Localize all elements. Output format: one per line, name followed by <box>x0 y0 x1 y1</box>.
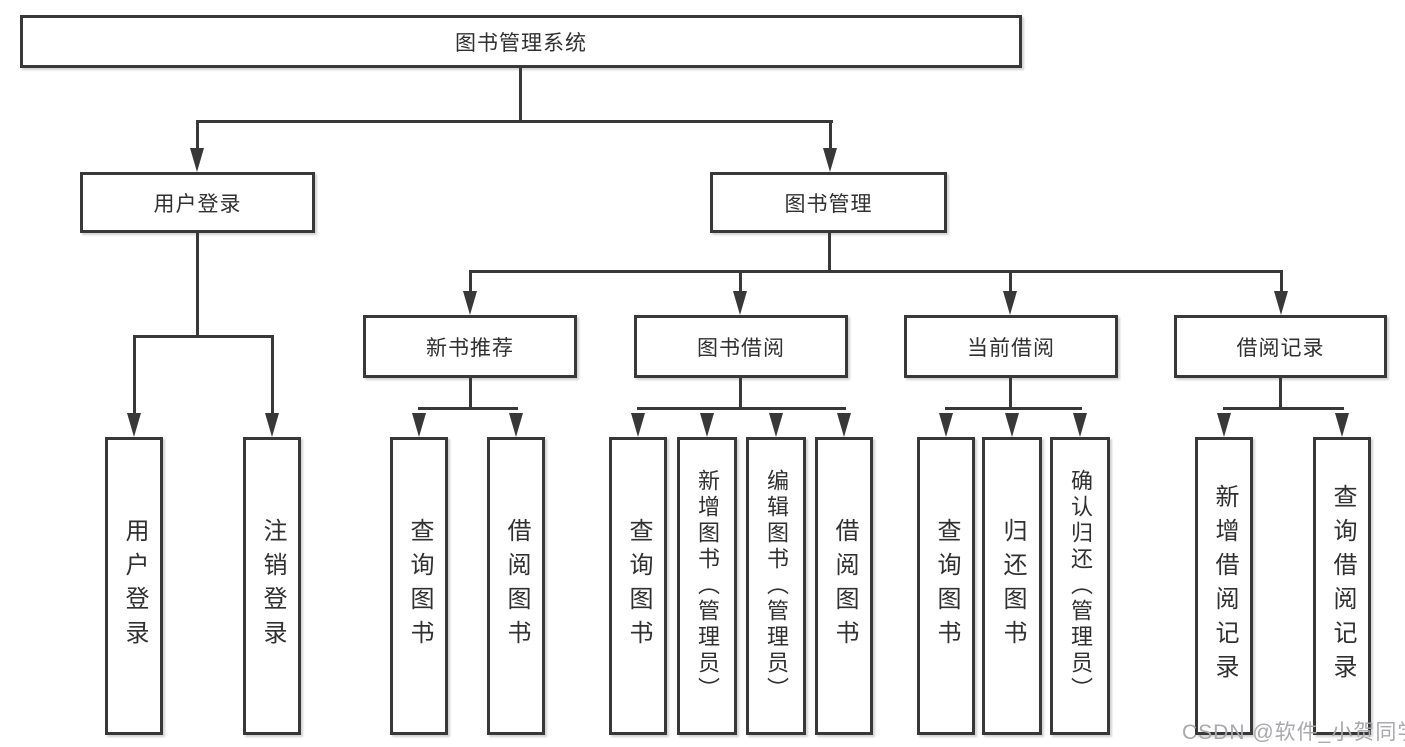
leaf-label: 用户登录 <box>121 518 148 654</box>
connector-fork <box>418 407 518 410</box>
leaf-label: 新增借阅记录 <box>1211 484 1238 688</box>
arrow-down <box>1073 413 1087 437</box>
arrow-down <box>509 413 523 437</box>
connector-user-login-stem <box>196 233 199 337</box>
leaf-edit-books-admin: 编辑图书（管理员） <box>746 437 806 735</box>
connector-drop <box>829 120 832 152</box>
leaf-add-borrow-record: 新增借阅记录 <box>1195 437 1253 735</box>
connector-fork <box>637 407 846 410</box>
node-label: 用户登录 <box>153 192 242 216</box>
arrow-down <box>1217 413 1231 437</box>
arrow-down <box>265 413 279 437</box>
leaf-borrow-books: 借阅图书 <box>815 437 873 735</box>
arrow-down <box>127 413 141 437</box>
node-label: 图书管理系统 <box>455 31 587 55</box>
leaf-label: 归还图书 <box>999 518 1026 654</box>
connector-drop <box>133 335 136 415</box>
connector-book-mgmt-fork <box>469 270 1283 273</box>
node-label: 当前借阅 <box>967 336 1055 360</box>
node-library-management-system: 图书管理系统 <box>20 15 1022 68</box>
connector-stem <box>469 378 472 409</box>
node-book-borrowing: 图书借阅 <box>634 315 848 378</box>
node-label: 新书推荐 <box>426 336 514 360</box>
connector-drop <box>739 270 742 294</box>
connector-drop <box>196 120 199 152</box>
connector-user-login-fork <box>133 335 274 338</box>
node-current-borrowing: 当前借阅 <box>904 315 1118 378</box>
leaf-label: 注销登录 <box>259 518 286 654</box>
connector-stem <box>1009 378 1012 409</box>
leaf-confirm-return-admin: 确认归还（管理员） <box>1050 437 1110 735</box>
node-label: 图书借阅 <box>697 336 785 360</box>
csdn-watermark: CSDN @软件_小贺同学 <box>1182 721 1405 744</box>
connector-root-stem <box>519 68 522 122</box>
leaf-label: 查询图书 <box>406 518 433 654</box>
leaf-query-borrow-record: 查询借阅记录 <box>1313 437 1371 735</box>
connector-stem <box>1279 378 1282 409</box>
leaf-label: 借阅图书 <box>503 518 530 654</box>
arrow-down <box>1274 291 1288 315</box>
arrow-down <box>631 413 645 437</box>
leaf-borrow-books-recommend: 借阅图书 <box>487 437 545 735</box>
arrow-down <box>837 413 851 437</box>
arrow-down <box>700 413 714 437</box>
leaf-query-books-current: 查询图书 <box>917 437 975 735</box>
connector-book-mgmt-stem <box>828 233 831 272</box>
arrow-down <box>1005 413 1019 437</box>
connector-drop <box>1280 270 1283 294</box>
arrow-down <box>463 291 477 315</box>
connector-drop <box>271 335 274 415</box>
leaf-label: 查询图书 <box>625 518 652 654</box>
arrow-down <box>823 148 837 172</box>
connector-drop <box>1009 270 1012 294</box>
leaf-logout: 注销登录 <box>243 437 301 735</box>
arrow-down <box>769 413 783 437</box>
arrow-down <box>190 148 204 172</box>
leaf-label: 新增图书（管理员） <box>695 469 720 703</box>
node-book-management: 图书管理 <box>710 172 947 233</box>
leaf-label: 确认归还（管理员） <box>1068 469 1093 703</box>
leaf-return-books: 归还图书 <box>982 437 1042 735</box>
node-label: 图书管理 <box>784 192 873 216</box>
leaf-label: 查询借阅记录 <box>1329 484 1356 688</box>
leaf-add-books-admin: 新增图书（管理员） <box>677 437 737 735</box>
arrow-down <box>733 291 747 315</box>
leaf-query-books-recommend: 查询图书 <box>390 437 448 735</box>
arrow-down <box>1335 413 1349 437</box>
leaf-label: 借阅图书 <box>831 518 858 654</box>
leaf-user-login: 用户登录 <box>105 437 163 735</box>
arrow-down <box>412 413 426 437</box>
connector-drop <box>469 270 472 294</box>
node-user-login: 用户登录 <box>80 172 315 233</box>
leaf-label: 查询图书 <box>933 518 960 654</box>
connector-root-fork <box>196 120 833 123</box>
connector-fork <box>1223 407 1344 410</box>
arrow-down <box>1003 291 1017 315</box>
node-borrowing-records: 借阅记录 <box>1174 315 1387 378</box>
node-new-book-recommendation: 新书推荐 <box>363 315 577 378</box>
connector-fork <box>945 407 1082 410</box>
leaf-query-books-borrow: 查询图书 <box>609 437 667 735</box>
arrow-down <box>939 413 953 437</box>
leaf-label: 编辑图书（管理员） <box>764 469 789 703</box>
connector-stem <box>739 378 742 409</box>
node-label: 借阅记录 <box>1236 336 1325 360</box>
